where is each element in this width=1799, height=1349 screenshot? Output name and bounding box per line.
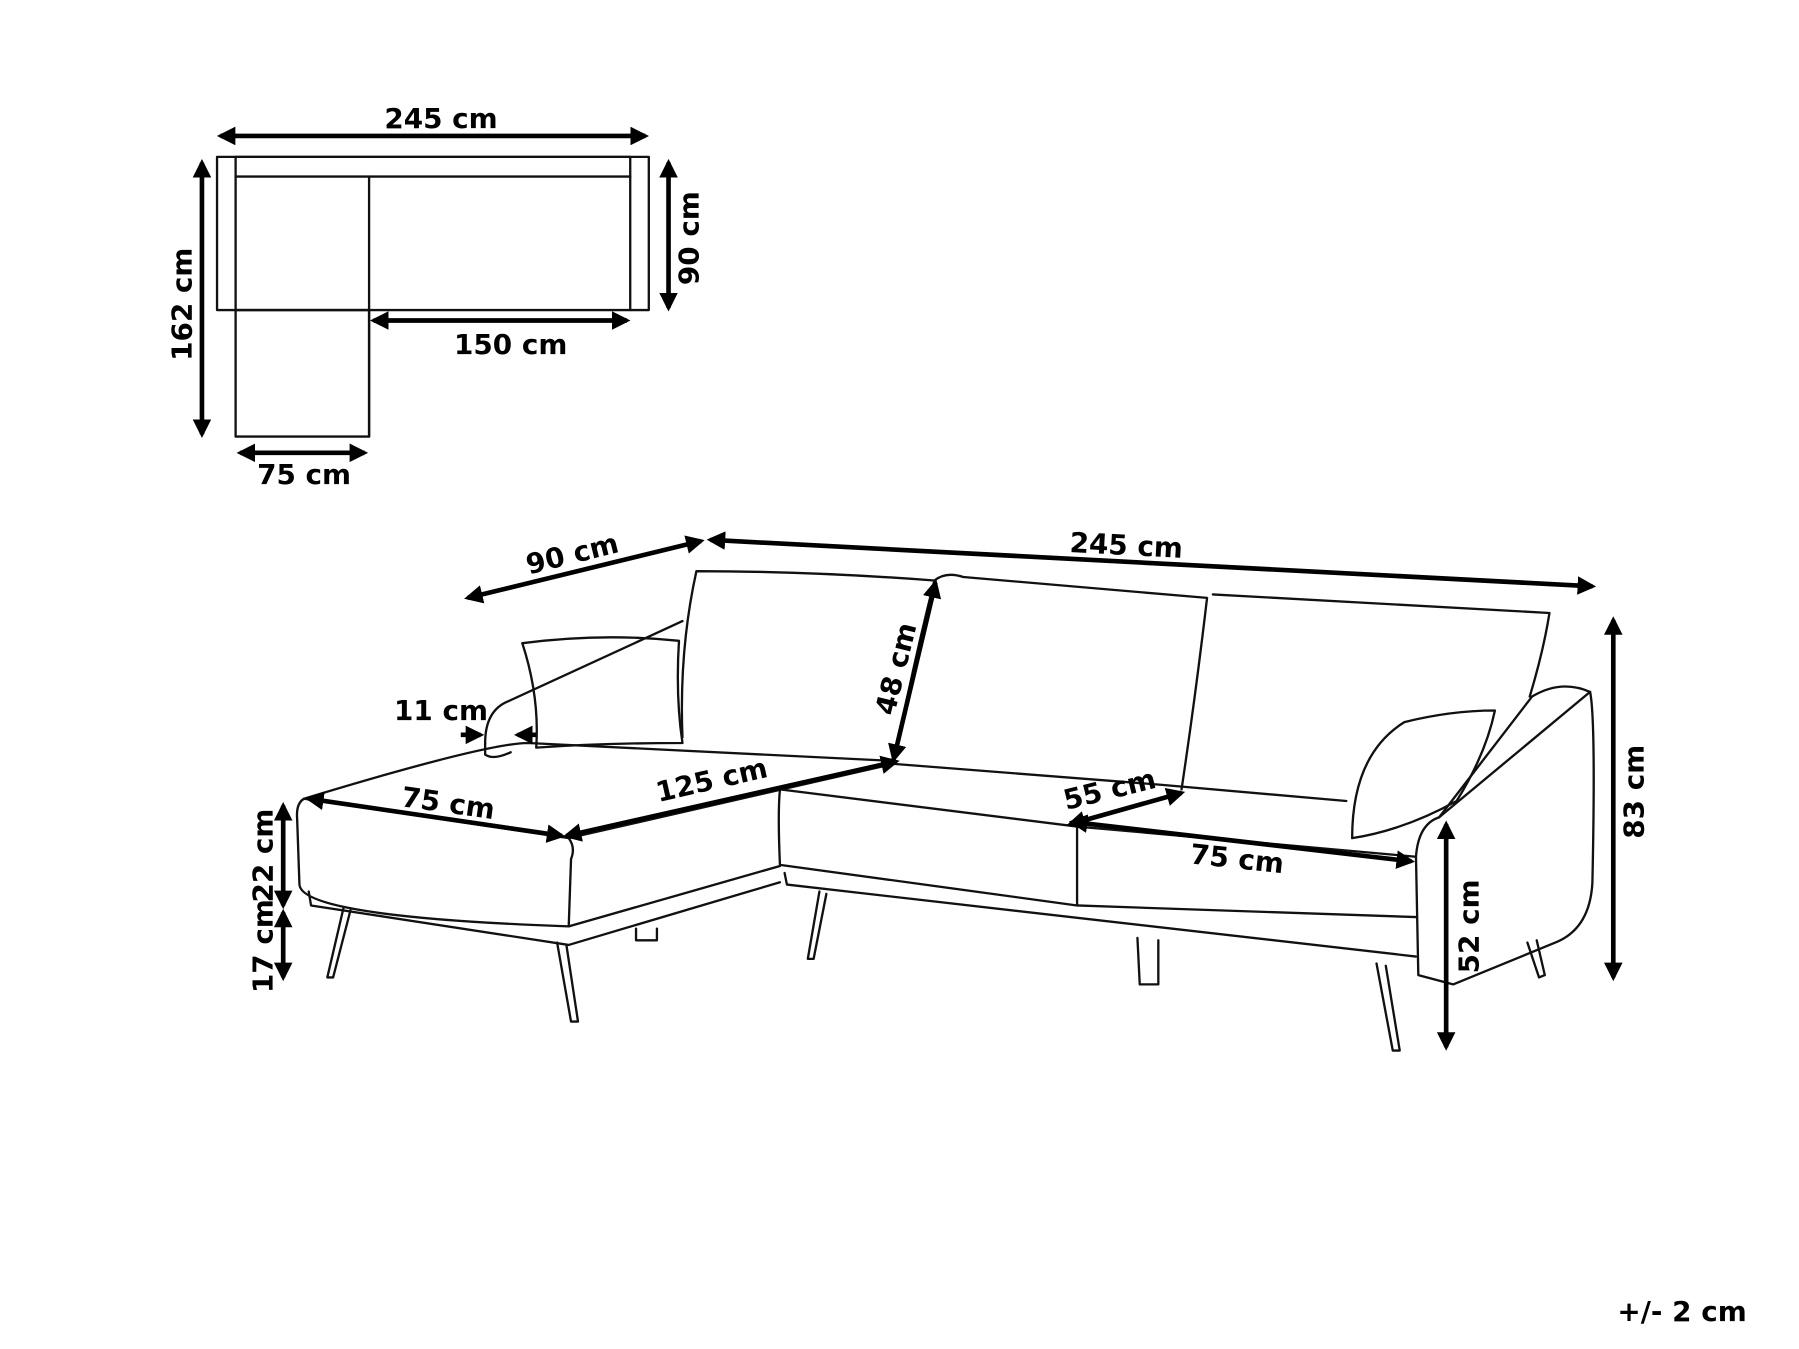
top-chaise-width-label: 75 cm — [257, 458, 351, 491]
chaise-seat-width-label: 75 cm — [399, 780, 497, 826]
chaise-seat-length-label: 125 cm — [653, 751, 771, 809]
top-seat-length-label: 150 cm — [454, 328, 567, 361]
arm-height-label: 52 cm — [1453, 879, 1486, 973]
backrest-arrow — [888, 579, 942, 763]
seat-cushion-height-label: 22 cm — [247, 809, 280, 903]
top-view: 245 cm 162 cm 90 cm 150 cm 75 cm — [166, 102, 706, 491]
chaise-width-arrow-3d — [305, 791, 566, 843]
top-width-label: 245 cm — [384, 102, 497, 135]
top-main-depth-label: 90 cm — [673, 191, 706, 285]
seat-width-arrow — [1068, 814, 1416, 869]
top-total-depth-label: 162 cm — [166, 248, 199, 361]
depth-arrow — [464, 535, 705, 604]
leg-height-label: 17 cm — [247, 899, 280, 993]
tolerance-note: +/- 2 cm — [1617, 1295, 1746, 1328]
perspective-view: 90 cm 245 cm 11 cm 48 cm 75 cm 125 cm 55… — [247, 526, 1650, 1052]
seat-depth-label: 55 cm — [1060, 762, 1159, 817]
width-arrow-3d — [706, 531, 1597, 595]
total-height-label: 83 cm — [1617, 745, 1650, 839]
top-view-outline — [215, 155, 650, 438]
armrest-label: 11 cm — [394, 694, 488, 727]
width-label: 245 cm — [1069, 526, 1184, 565]
chaise-length-arrow — [562, 755, 900, 842]
